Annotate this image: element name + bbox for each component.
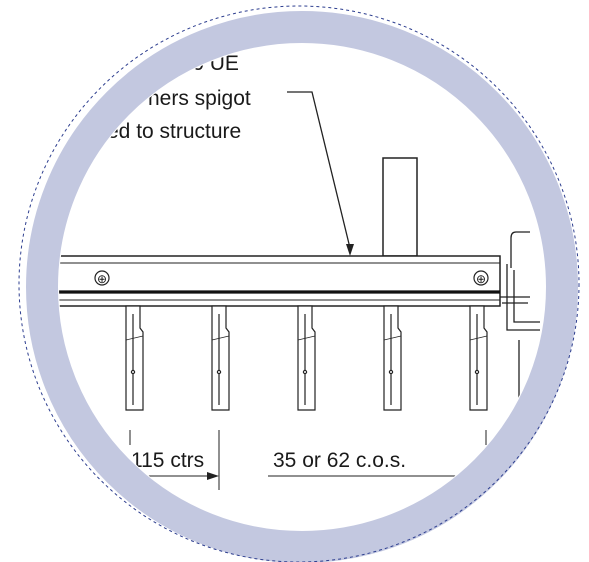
right-bracket	[500, 231, 540, 430]
drawing-area: 0x6 UE ners spigot ed to structure ⊕ ⊕	[59, 44, 545, 530]
dimension-label-right: 35 or 62 c.o.s.	[273, 449, 406, 472]
hanger-2	[211, 305, 230, 411]
dimension-arrowhead	[207, 472, 219, 480]
hanger-5	[469, 305, 488, 411]
svg-text:⊕: ⊕	[97, 272, 107, 286]
callout-line-3: ed to structure	[107, 120, 241, 143]
dimension-label-left: 115 ctrs	[131, 449, 204, 472]
hanger-3	[297, 305, 316, 411]
spigot-post	[382, 157, 418, 257]
leader-arrowhead	[346, 244, 354, 256]
hanger-4	[383, 305, 402, 411]
svg-text:⊕: ⊕	[476, 272, 486, 286]
callout-line-2: ners spigot	[148, 87, 251, 110]
detail-ring	[26, 11, 578, 562]
hanger-1	[125, 305, 144, 411]
bolt-icon-right: ⊕	[473, 270, 489, 286]
dashed-detail-border	[18, 5, 580, 562]
bolt-icon-left: ⊕	[94, 270, 110, 286]
channel-beam	[59, 255, 501, 307]
leader-line	[287, 91, 351, 249]
